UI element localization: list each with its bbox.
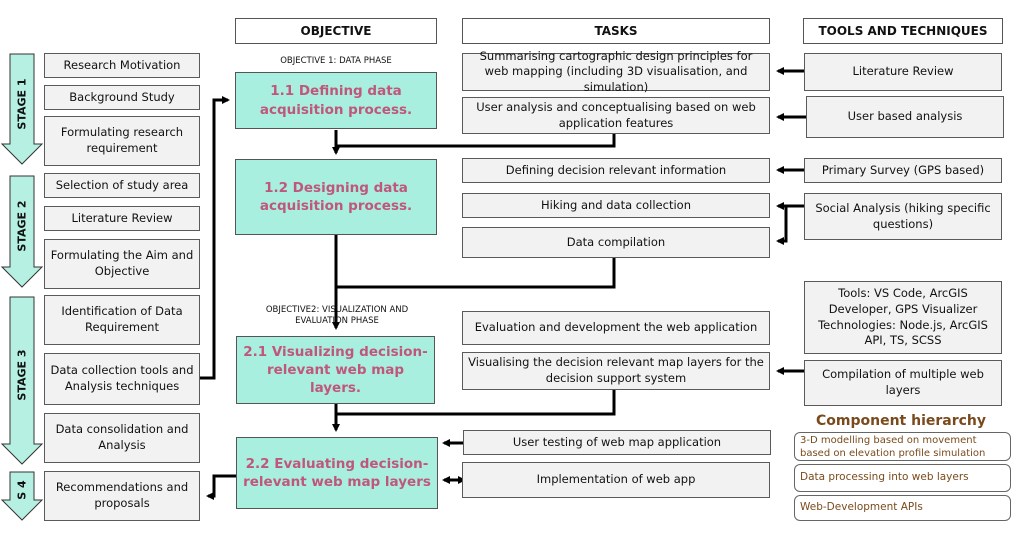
step-background-study: Background Study [44,85,200,110]
tool-social-analysis: Social Analysis (hiking specific questio… [804,193,1002,240]
stage-1-label: STAGE 1 [15,78,29,130]
legend-title: Component hierarchy [816,413,987,429]
stage-3-label: STAGE 3 [15,349,29,401]
tool-compilation-layers: Compilation of multiple web layers [804,360,1002,406]
task-user-analysis: User analysis and conceptualising based … [462,97,770,134]
step-research-motivation: Research Motivation [44,53,200,78]
step-aim-objective: Formulating the Aim and Objective [44,239,200,289]
stage-2-arrow [0,175,44,288]
task-visualising-layers: Visualising the decision relevant map la… [462,352,770,390]
tool-primary-survey: Primary Survey (GPS based) [804,158,1002,183]
task-hiking-data: Hiking and data collection [462,193,770,218]
tool-software-stack: Tools: VS Code, ArcGIS Developer, GPS Vi… [804,281,1002,354]
header-objective: OBJECTIVE [235,18,437,44]
phase-2-label: OBJECTIVE2: VISUALIZATION AND EVALUATION… [265,305,409,327]
stage-2-label: STAGE 2 [15,200,29,252]
objective-1-1: 1.1 Defining data acquisition process. [235,72,437,129]
step-recommendations: Recommendations and proposals [44,471,200,521]
task-cartographic-principles: Summarising cartographic design principl… [462,49,770,94]
task-implementation: Implementation of web app [462,462,770,498]
header-tools: TOOLS AND TECHNIQUES [803,18,1003,44]
legend-item-3d-modelling: 3-D modelling based on movement based on… [794,432,1011,461]
task-evaluation-development: Evaluation and development the web appli… [462,311,770,345]
step-data-requirement: Identification of Data Requirement [44,295,200,345]
objective-1-2: 1.2 Designing data acquisition process. [235,159,437,235]
step-data-consolidation: Data consolidation and Analysis [44,413,200,463]
objective-2-1: 2.1 Visualizing decision-relevant web ma… [236,336,435,404]
legend-item-web-apis: Web-Development APIs [794,495,1011,521]
step-data-collection-tools: Data collection tools and Analysis techn… [44,353,200,405]
stage-4-arrow [0,471,44,521]
legend-item-data-processing: Data processing into web layers [794,464,1011,492]
step-selection-study-area: Selection of study area [44,173,200,198]
stage-1-arrow [0,53,44,165]
task-user-testing: User testing of web map application [463,430,771,455]
step-formulating-requirement: Formulating research requirement [44,116,200,166]
step-literature-review: Literature Review [44,206,200,231]
objective-2-2: 2.2 Evaluating decision-relevant web map… [236,437,438,509]
header-tasks: TASKS [462,18,770,44]
task-data-compilation: Data compilation [462,227,770,258]
tool-literature-review: Literature Review [804,53,1002,91]
stage-4-label: S 4 [15,480,29,500]
task-decision-info: Defining decision relevant information [462,158,770,183]
tool-user-based-analysis: User based analysis [806,96,1004,138]
phase-1-label: OBJECTIVE 1: DATA PHASE [280,56,392,66]
stage-3-arrow [0,296,44,465]
